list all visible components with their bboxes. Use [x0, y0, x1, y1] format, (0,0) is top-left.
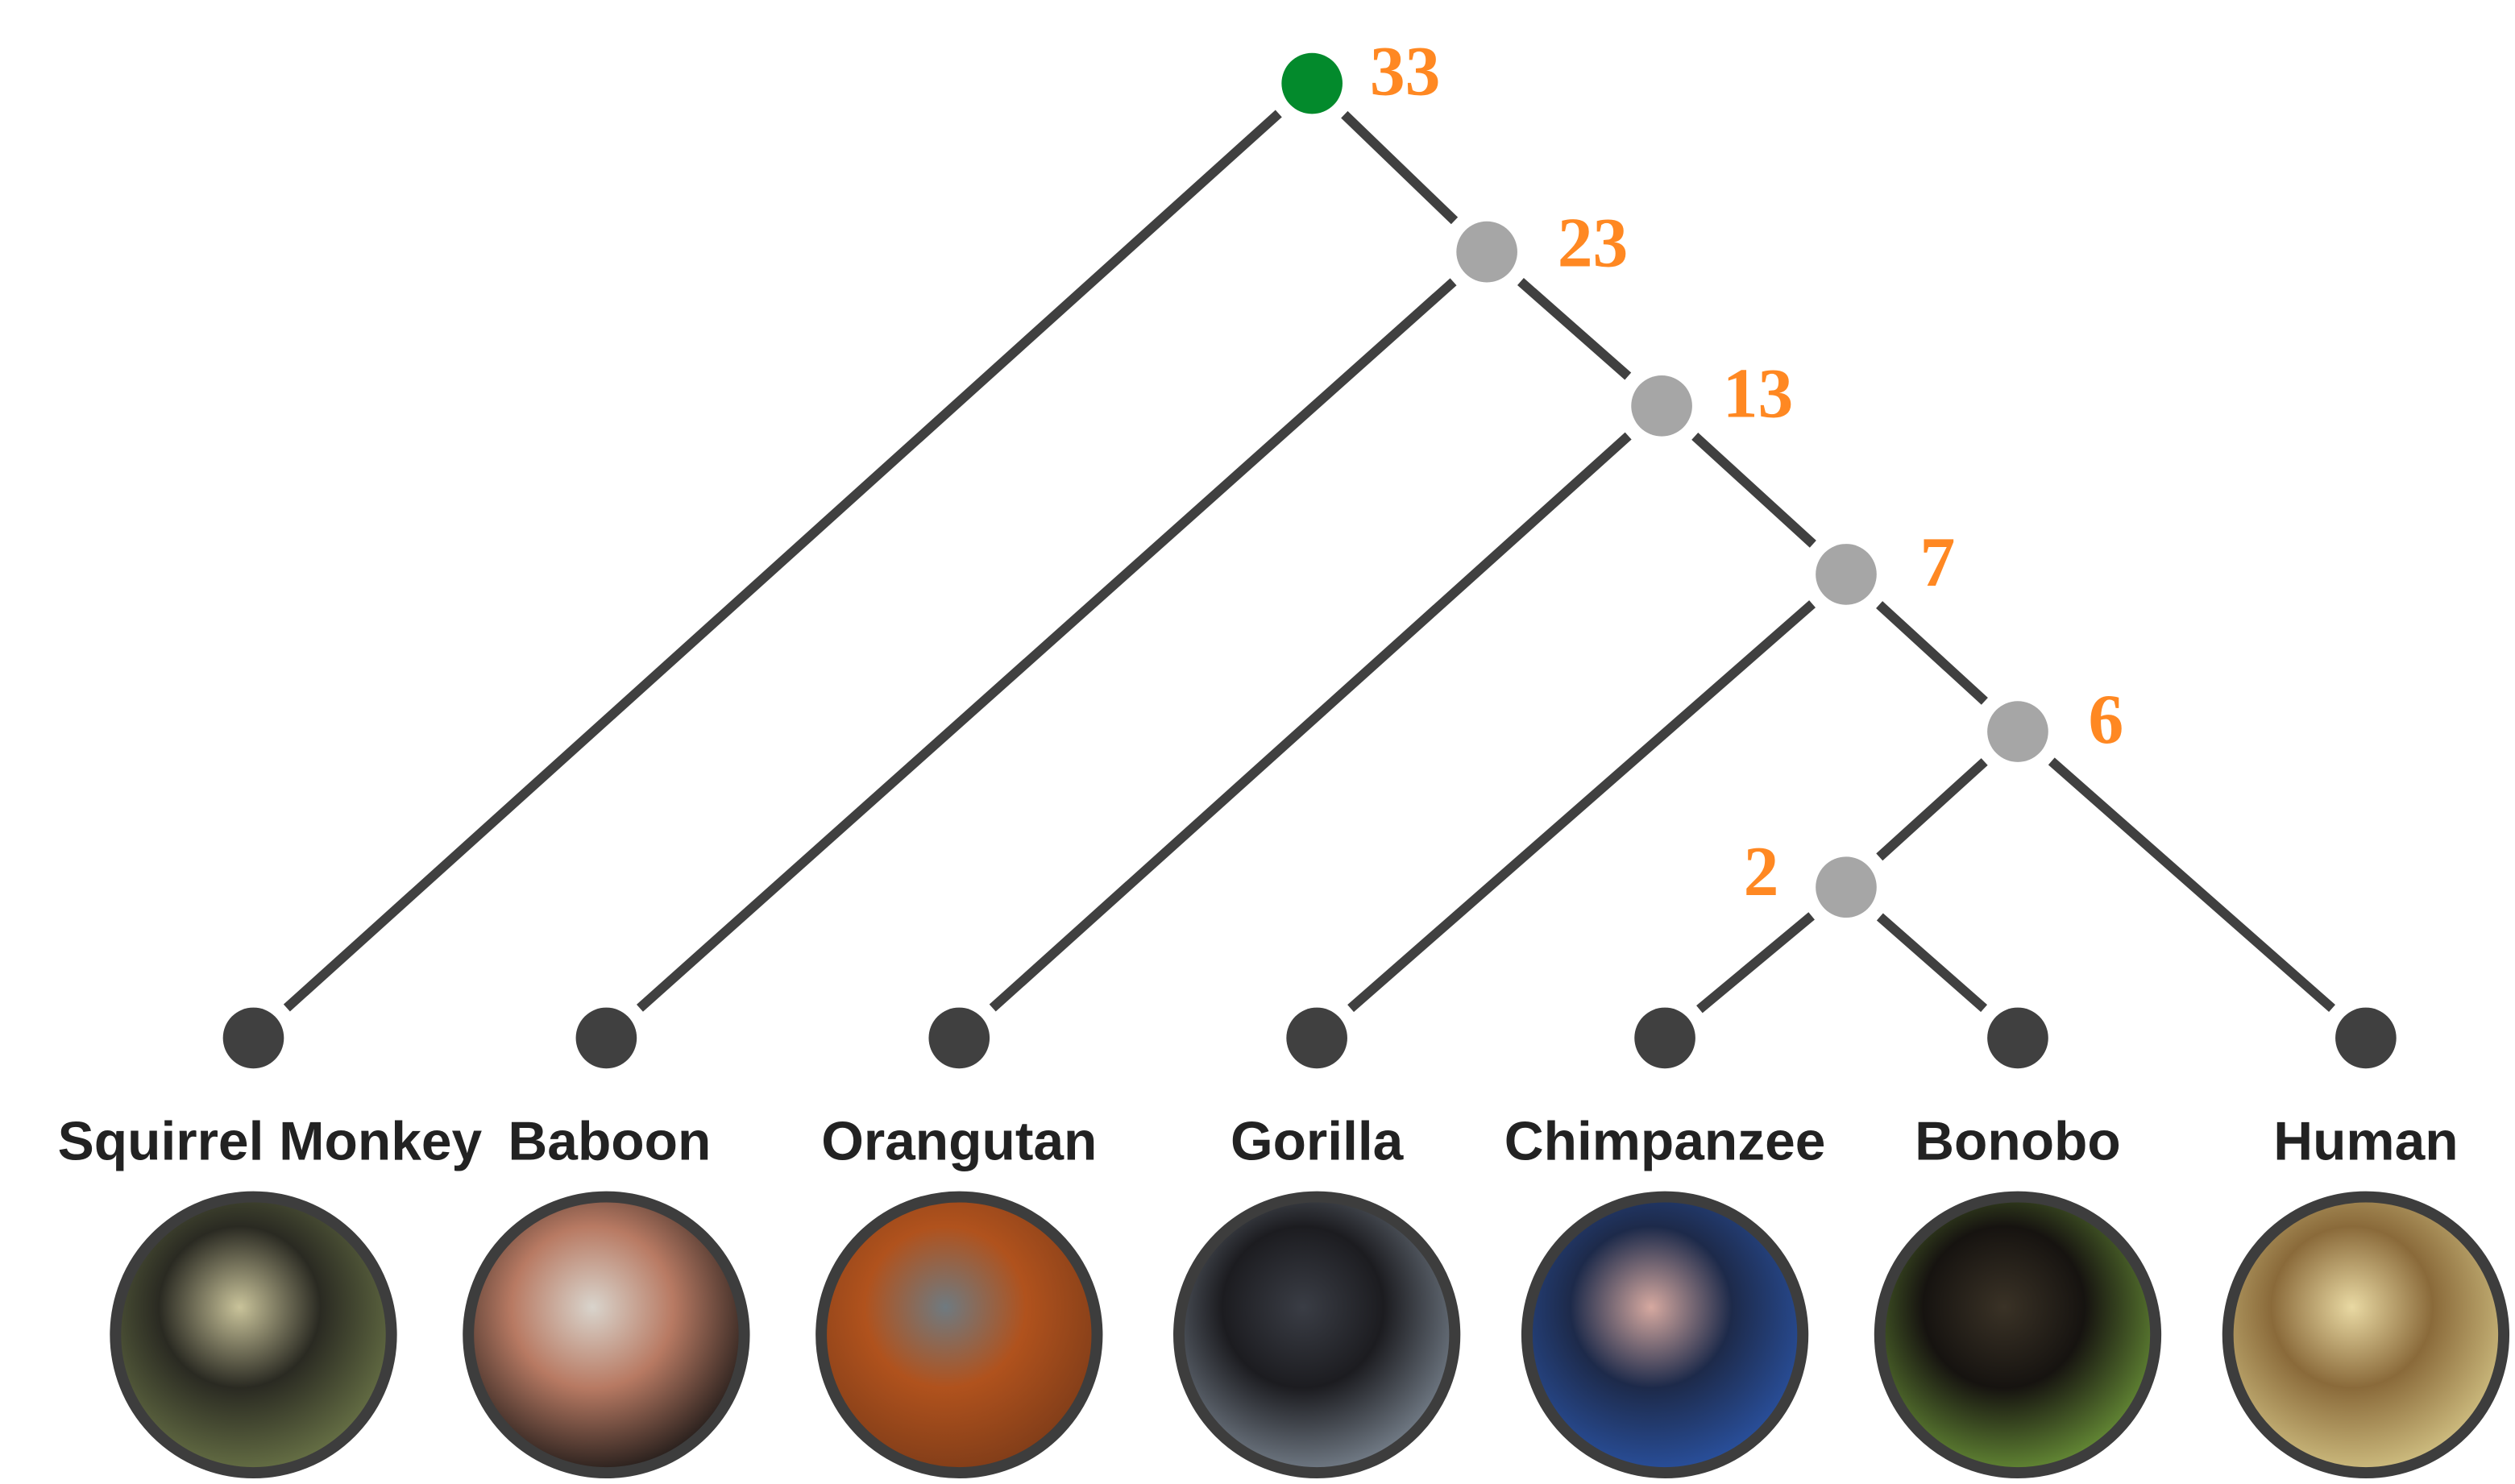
leaf-node-chimpanzee — [1634, 1007, 1695, 1069]
divergence-age-label: 2 — [1744, 832, 1779, 910]
species-label-human: Human — [2273, 1112, 2458, 1172]
leaf-node-bonobo — [1987, 1007, 2048, 1069]
species-photo-gorilla — [1173, 1191, 1461, 1479]
divergence-age-label: 13 — [1723, 354, 1794, 433]
species-label-chimpanzee: Chimpanzee — [1504, 1112, 1826, 1172]
leaf-node-squirrel — [222, 1007, 284, 1069]
edge-n7-n6 — [1876, 601, 1988, 705]
species-label-orangutan: Orangutan — [821, 1112, 1097, 1172]
edge-n6-n2 — [1876, 758, 1988, 861]
species-photo-bonobo — [1874, 1191, 2162, 1479]
divergence-age-label: 33 — [1370, 31, 1441, 110]
edge-n23-baboon — [636, 278, 1457, 1012]
leaf-labels: Squirrel Monkey Baboon Orangutan Gorilla Chi… — [58, 1112, 2459, 1172]
divergence-age-label: 23 — [1558, 204, 1629, 282]
species-label-gorilla: Gorilla — [1231, 1112, 1405, 1172]
edge-n13-orangutan — [989, 432, 1632, 1012]
edge-n33-squirrel — [283, 110, 1282, 1012]
edge-n7-gorilla — [1347, 600, 1816, 1013]
internal-node — [1816, 856, 1877, 918]
edge-n33-n23 — [1341, 110, 1459, 225]
species-label-squirrel: Squirrel Monkey — [58, 1112, 483, 1172]
edge-n23-n13 — [1517, 278, 1632, 380]
internal-node — [1987, 701, 2048, 762]
divergence-age-label: 7 — [1920, 523, 1956, 601]
species-label-baboon: Baboon — [508, 1112, 711, 1172]
species-photo-human — [2222, 1191, 2510, 1479]
species-photo-orangutan — [816, 1191, 1103, 1479]
internal-node — [1816, 544, 1877, 605]
internal-node — [1631, 375, 1692, 437]
tree-nodes: 33 23 13 7 6 2 — [222, 31, 2397, 1069]
root-node — [1281, 52, 1343, 114]
tree-edges — [283, 110, 2335, 1014]
leaf-node-gorilla — [1286, 1007, 1347, 1069]
leaf-node-baboon — [575, 1007, 637, 1069]
species-photo-squirrel — [110, 1191, 397, 1479]
leaf-node-human — [2335, 1007, 2397, 1069]
edge-n2-chimpanzee — [1696, 912, 1815, 1014]
edge-n6-human — [2048, 757, 2335, 1013]
edge-n2-bonobo — [1876, 913, 1988, 1013]
species-photo-chimpanzee — [1521, 1191, 1809, 1479]
edge-n13-n7 — [1691, 432, 1816, 548]
divergence-age-label: 6 — [2089, 680, 2124, 758]
species-label-bonobo: Bonobo — [1915, 1112, 2121, 1172]
species-photos — [110, 1191, 2510, 1479]
internal-node — [1456, 221, 1517, 283]
species-photo-baboon — [463, 1191, 750, 1479]
leaf-node-orangutan — [928, 1007, 990, 1069]
